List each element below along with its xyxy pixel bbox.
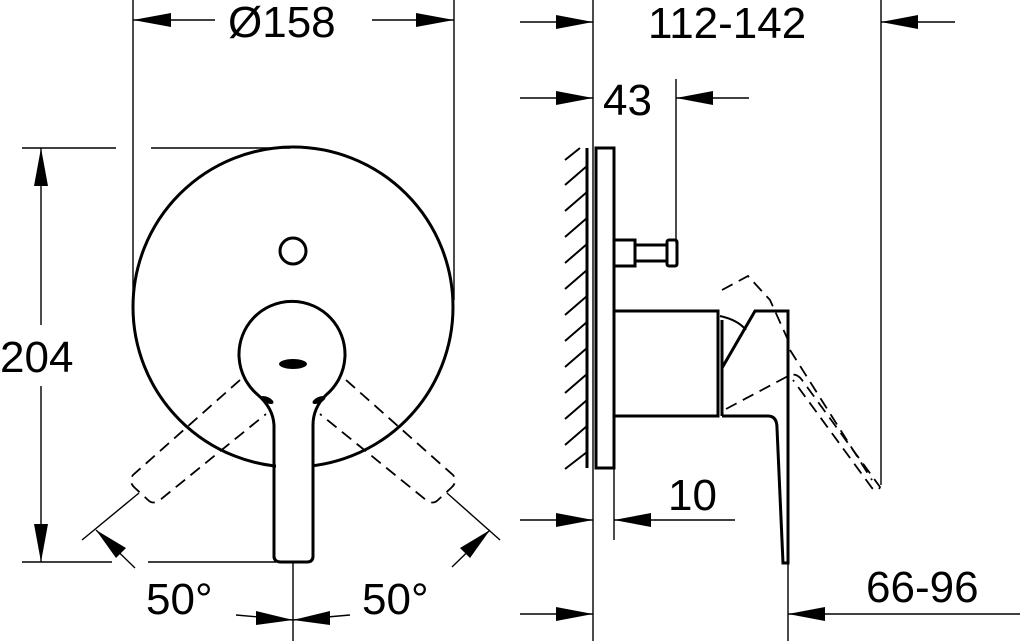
arrow-icon <box>460 530 490 558</box>
wall-hatch <box>564 147 588 470</box>
side-view: 112-142 43 <box>520 0 1020 641</box>
arrow-icon <box>34 148 48 186</box>
diverter-knob <box>278 236 308 266</box>
arrow-icon <box>881 15 918 29</box>
arrow-icon <box>133 13 171 27</box>
rosette-plate-side <box>594 146 616 470</box>
handle-rotated-right <box>319 379 456 504</box>
height-label: 204 <box>0 333 73 382</box>
lever-raised-dashed <box>725 373 882 492</box>
diameter-label: Ø158 <box>228 0 336 47</box>
cartridge-body <box>614 309 720 418</box>
arrow-icon <box>96 530 126 558</box>
diverter-projection-label: 43 <box>603 76 652 125</box>
lever-side <box>720 309 790 565</box>
arrow-icon <box>293 611 330 625</box>
front-view: Ø158 204 50° 50° <box>0 0 501 641</box>
handle-projection-label: 66-96 <box>866 563 979 612</box>
arrow-icon <box>556 513 593 527</box>
temperature-mark <box>279 359 307 369</box>
arrow-icon <box>416 13 454 27</box>
arrow-icon <box>676 91 713 105</box>
arrow-icon <box>256 611 293 625</box>
arrow-icon <box>556 607 593 621</box>
diverter-knob-side <box>665 238 679 268</box>
handle-rotated-left <box>130 379 267 504</box>
angle-left-label: 50° <box>146 575 213 624</box>
arrow-icon <box>788 607 825 621</box>
total-projection-label: 112-142 <box>648 0 806 48</box>
arrow-icon <box>614 513 651 527</box>
plate-thickness-label: 10 <box>668 471 717 520</box>
lever-handle <box>237 299 347 564</box>
arrow-icon <box>556 15 593 29</box>
arrow-icon <box>556 91 593 105</box>
arrow-icon <box>34 524 48 562</box>
angle-right-label: 50° <box>362 575 429 624</box>
